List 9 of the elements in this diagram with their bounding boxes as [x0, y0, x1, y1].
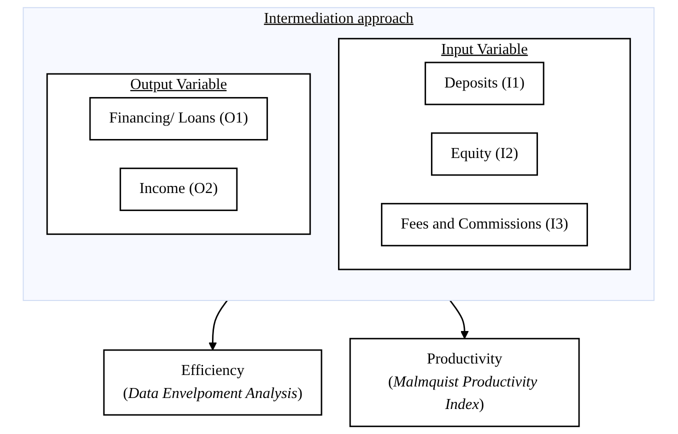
node-box: Deposits (I1) [424, 62, 545, 106]
node-box: Efficiency (Data Envelpoment Analysis) [104, 349, 323, 416]
node-box: Income (O2) [120, 168, 238, 212]
arrow [450, 300, 470, 339]
arrow [208, 300, 228, 350]
node-box: Fees and Commissions (I3) [381, 202, 588, 246]
node-box: Productivity (Malmquist Productivity Index) [350, 338, 580, 428]
node-box: Equity (I2) [431, 132, 538, 176]
node-box: Financing/ Loans (O1) [90, 97, 268, 140]
